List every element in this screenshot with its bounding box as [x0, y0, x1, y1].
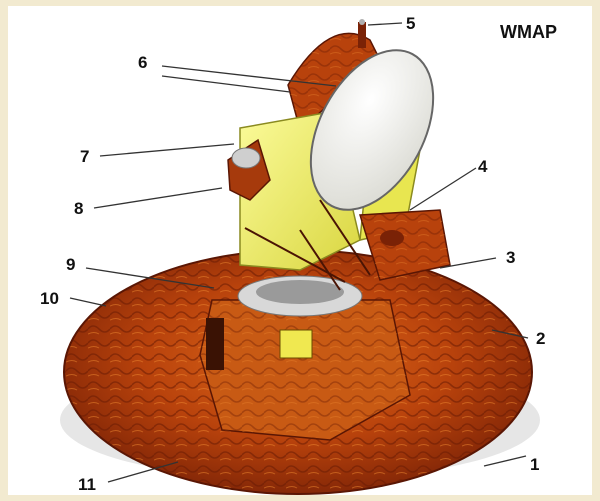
callout-7: 7 [80, 147, 89, 166]
callout-8: 8 [74, 199, 83, 218]
callout-1: 1 [530, 455, 539, 474]
callout-4: 4 [478, 157, 488, 176]
yellow-instrument-box [280, 330, 312, 358]
callout-5: 5 [406, 14, 415, 33]
callout-6: 6 [138, 53, 147, 72]
dark-strut [206, 318, 224, 370]
callout-9: 9 [66, 255, 75, 274]
figure-title: WMAP [500, 22, 557, 42]
callout-10: 10 [40, 289, 59, 308]
antenna-mast [358, 22, 366, 48]
callout-2: 2 [536, 329, 545, 348]
callout-11: 11 [78, 475, 96, 494]
callout-3: 3 [506, 248, 515, 267]
